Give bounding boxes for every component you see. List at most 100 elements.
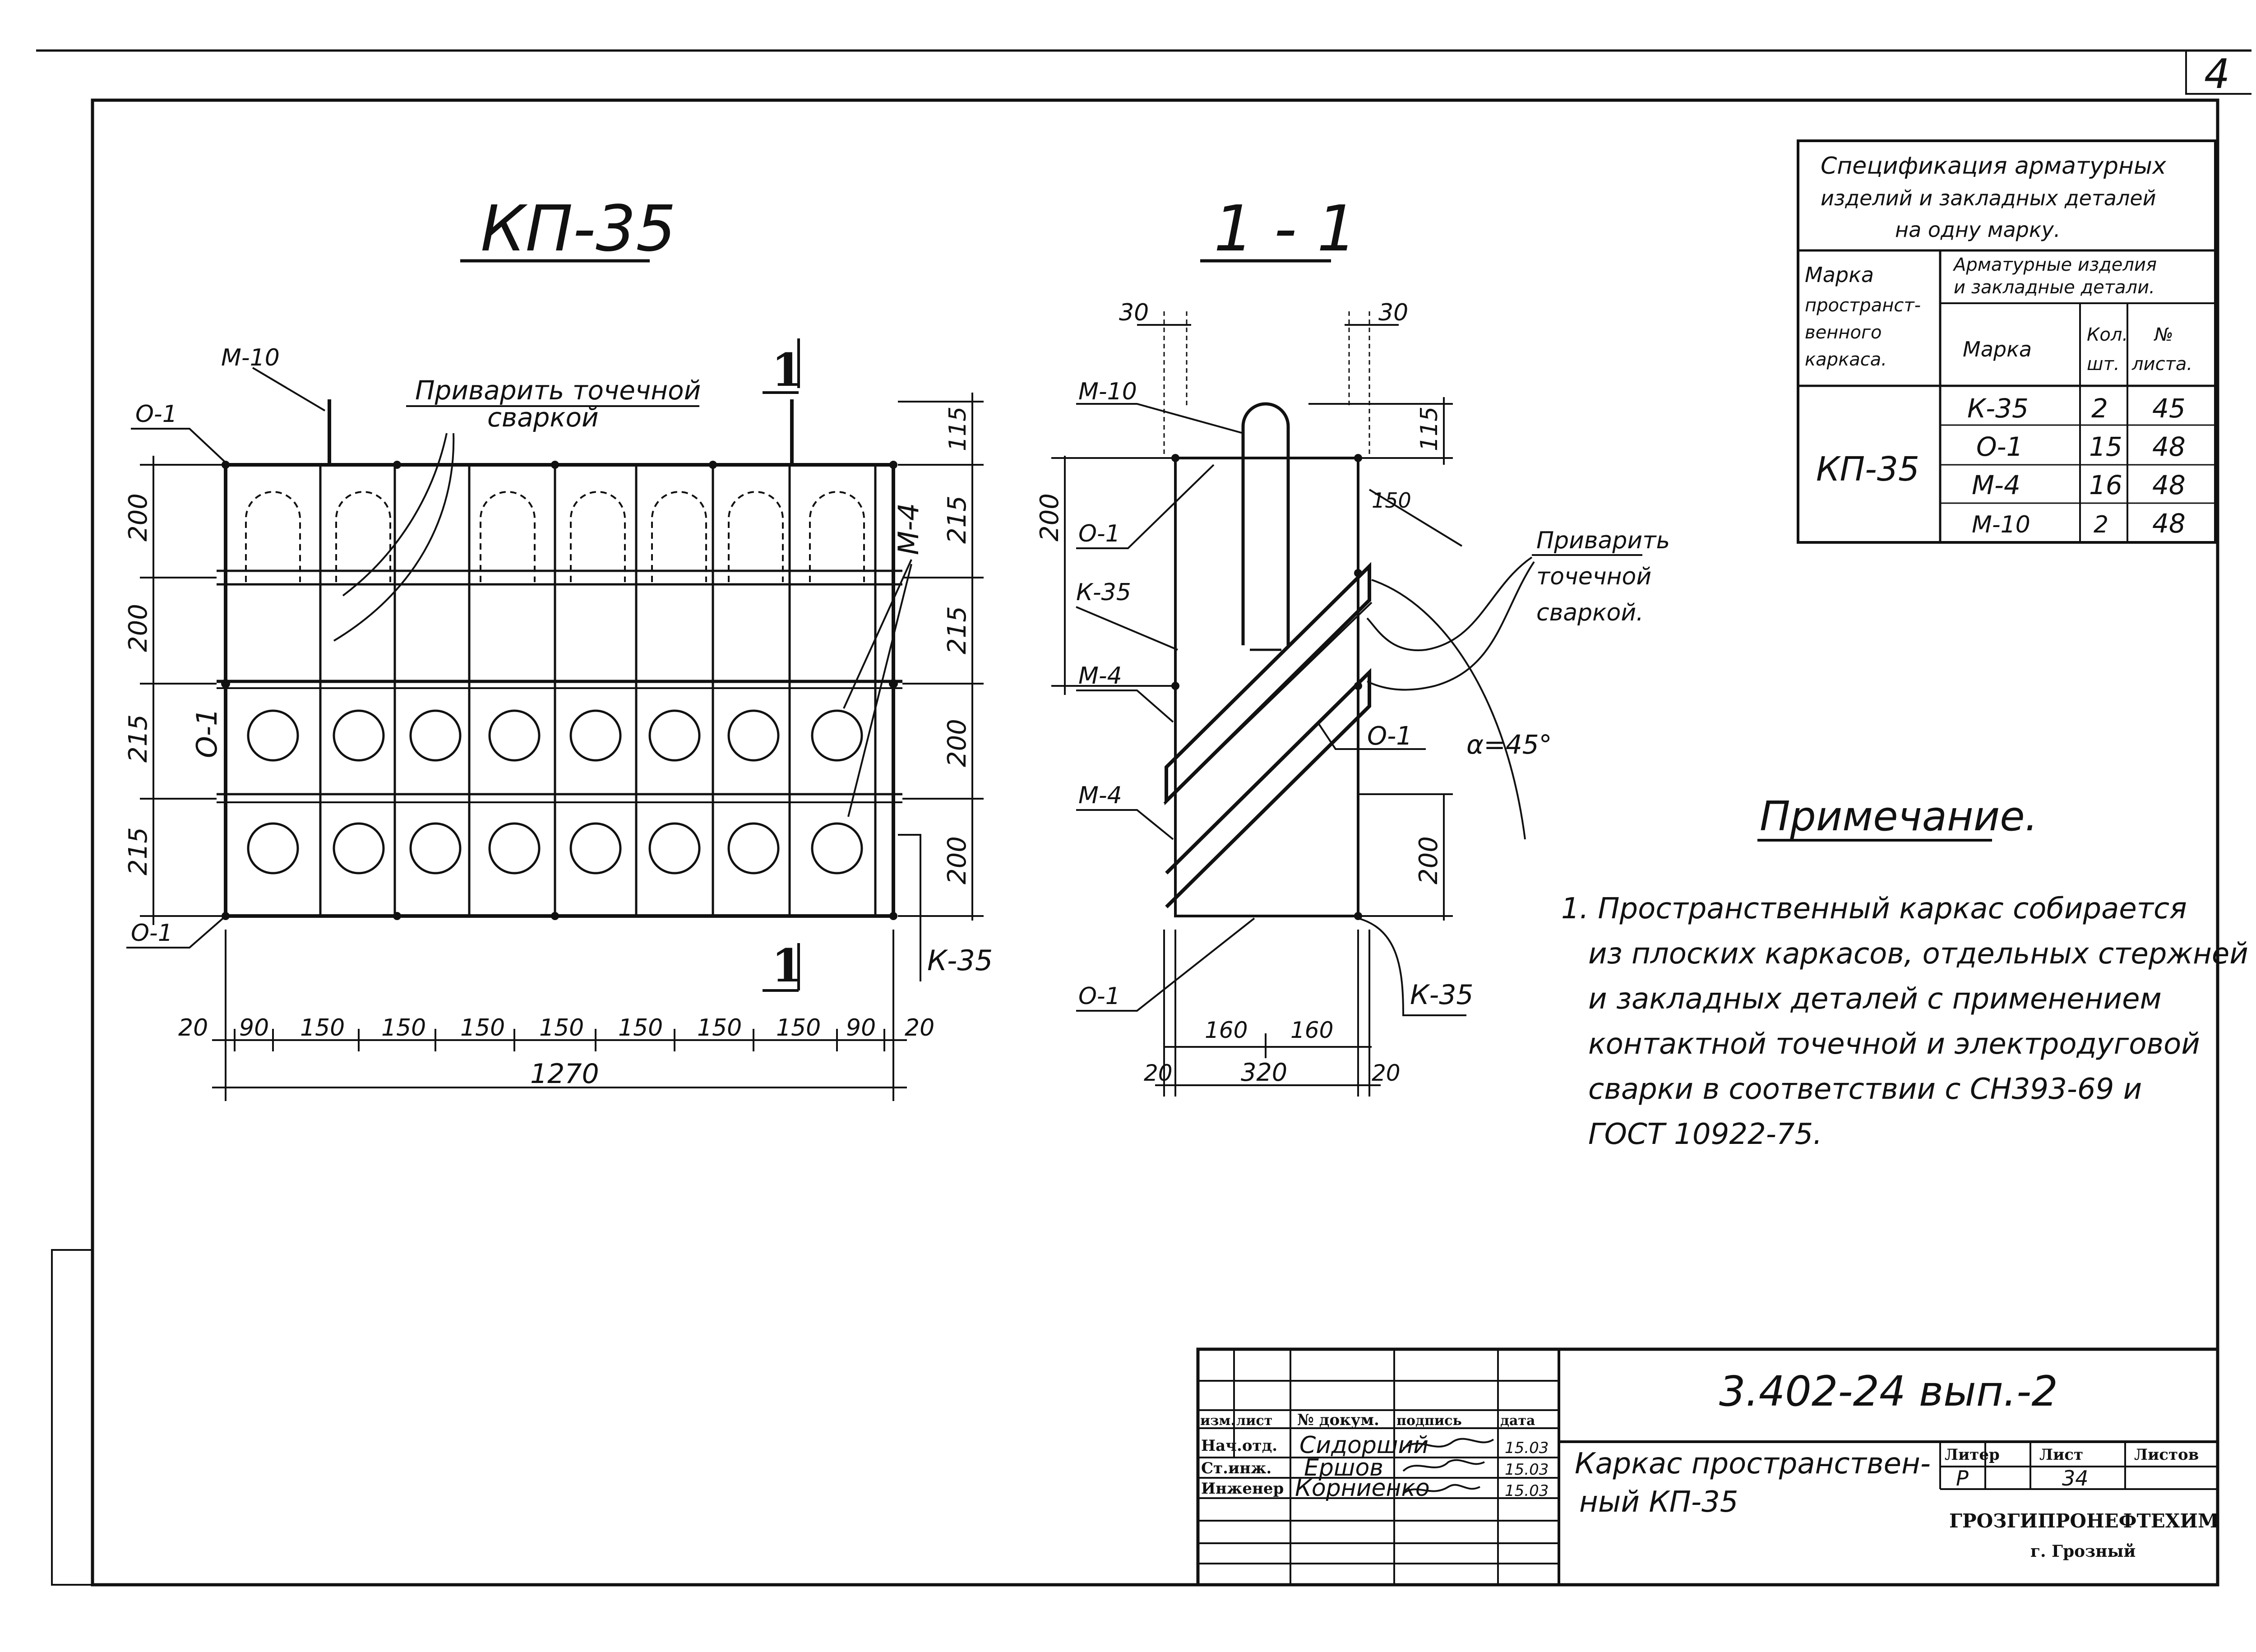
signature-1 (1402, 1459, 1485, 1472)
tb-list-value: 34 (2062, 1466, 2089, 1490)
notes-line-5: ГОСТ 10922-75. (1588, 1118, 1822, 1151)
tb-date-1: 15.03 (1505, 1461, 1549, 1479)
spec-row-3-qty: 2 (2094, 511, 2108, 538)
section-weld-note-line3: сваркой. (1536, 599, 1644, 626)
plan-dim-bottom-3: 150 (381, 1014, 426, 1041)
tb-lists-label: Листов (2134, 1446, 2199, 1464)
plan-dim-bottom-5: 150 (539, 1014, 584, 1041)
section-weld-note-line1: Приварить (1536, 527, 1670, 554)
plan-dim-left-2: 215 (124, 714, 153, 763)
tb-date-0: 15.03 (1505, 1439, 1549, 1457)
tb-title-line1: Каркас пространствен- (1575, 1447, 1931, 1481)
spec-col-frame-1: Марка (1805, 263, 1874, 287)
spec-row-3-mark: М-10 (1972, 511, 2030, 538)
tb-role-2: Инженер (1201, 1480, 1284, 1498)
tb-liter-label: Литер (1945, 1446, 2000, 1464)
notes-line-0: 1. Пространственный каркас собирается (1561, 892, 2187, 925)
tb-liter: Р (1956, 1466, 1969, 1490)
plan-label-k35: К-35 (927, 944, 993, 977)
plan-dim-right-0: 115 (944, 407, 971, 451)
plan-dim-bottom-7: 150 (697, 1014, 742, 1041)
section-dim-top-left: 30 (1119, 299, 1149, 326)
plan-label-m4: М-4 (892, 503, 925, 555)
section-dim-115: 115 (1416, 407, 1443, 451)
notes-line-1: из плоских каркасов, отдельных стержней (1588, 937, 2248, 971)
spec-title-line2: изделий и закладных деталей (1821, 186, 2156, 210)
tb-role-1: Ст.инж. (1201, 1459, 1271, 1477)
spec-title-line3: на одну марку. (1895, 217, 2060, 242)
plan-dim-bottom-1: 90 (239, 1014, 269, 1041)
spec-col-items-2: и закладные детали. (1954, 277, 2155, 298)
section-label-o1-right: О-1 (1367, 722, 1412, 751)
section-dim-320: 320 (1241, 1058, 1287, 1087)
section-view: 1 - 1 30 30 115 150 (1035, 192, 1670, 1097)
notes-heading: Примечание. (1760, 793, 2038, 840)
plan-dim-overall: 1270 (530, 1058, 599, 1090)
plan-label-o1-bottom: О-1 (131, 920, 173, 947)
plan-weld-note-line1: Приварить точечной (415, 375, 701, 406)
section-dim-150: 150 (1372, 488, 1411, 513)
section-label-k35-left: К-35 (1076, 579, 1131, 606)
plan-dim-right-3: 200 (943, 719, 972, 767)
section-dim-200-left: 200 (1035, 493, 1064, 541)
section-dim-160-a: 160 (1205, 1017, 1248, 1043)
section-label-m4-b: М-4 (1078, 782, 1122, 809)
notes-line-3: контактной точечной и электродуговой (1588, 1027, 2200, 1061)
plan-view: КП-35 (124, 192, 993, 1101)
spec-col-items-1: Арматурные изделия (1952, 255, 2157, 275)
section-dim-20-a: 20 (1144, 1060, 1173, 1086)
spec-col-qty-1: Кол. (2087, 324, 2128, 345)
plan-frame (224, 463, 895, 918)
plan-dim-left-0: 200 (124, 493, 153, 541)
spec-col-qty-2: шт. (2087, 354, 2120, 375)
plan-dim-bottom-0: 20 (178, 1014, 208, 1041)
spec-row-1-sheet: 48 (2152, 431, 2186, 462)
plan-dim-bottom-9: 90 (846, 1014, 876, 1041)
plan-dim-bottom-8: 150 (776, 1014, 821, 1041)
spec-row-2-mark: М-4 (1972, 470, 2020, 500)
tb-date-2: 15.03 (1505, 1482, 1549, 1500)
spec-frame-mark: КП-35 (1816, 450, 1919, 489)
spec-col-frame-4: каркаса. (1805, 349, 1887, 370)
section-label-o1-top: О-1 (1078, 520, 1120, 547)
sheet-border (91, 98, 2219, 1587)
plan-label-o1-top: О-1 (135, 401, 177, 428)
plan-title: КП-35 (481, 192, 676, 266)
spec-col-frame-2: пространст- (1805, 295, 1921, 316)
plan-weld-note-line2: сваркой (487, 402, 599, 433)
spec-col-sheet-1: № (2154, 324, 2173, 345)
tb-header-doc: № докум. (1297, 1411, 1379, 1429)
section-dim-top-right: 30 (1378, 299, 1408, 326)
notes: Примечание. 1. Пространственный каркас с… (1561, 793, 2248, 1151)
page-number: 4 (2204, 51, 2230, 98)
section-dim-160-b: 160 (1290, 1017, 1333, 1043)
section-frame (1174, 457, 1359, 917)
section-dim-200-right: 200 (1414, 836, 1443, 884)
tb-header-date: дата (1500, 1413, 1535, 1429)
plan-dim-right-1: 215 (943, 495, 972, 544)
plan-dim-left-1: 200 (124, 604, 153, 652)
plan-dim-bottom-4: 150 (460, 1014, 505, 1041)
spec-col-sheet-2: листа. (2131, 354, 2192, 375)
plan-dim-left-3: 215 (124, 827, 153, 875)
plan-dim-right-2: 215 (943, 606, 972, 654)
tb-name-2: Корниенко (1295, 1475, 1430, 1502)
plan-dim-bottom-6: 150 (618, 1014, 663, 1041)
signature-0 (1402, 1438, 1494, 1449)
section-label-o1-bottom: О-1 (1078, 983, 1120, 1010)
tb-org: ГРОЗГИПРОНЕФТЕХИМ (1949, 1510, 2219, 1532)
notes-line-4: сварки в соответствии с СН393-69 и (1588, 1073, 2142, 1106)
tb-role-0: Нач.отд. (1201, 1437, 1277, 1455)
tb-title-line2: ный КП-35 (1579, 1485, 1738, 1519)
section-label-m10: М-10 (1078, 378, 1137, 405)
spec-col-mark: Марка (1963, 337, 2032, 361)
section-weld-note-line2: точечной (1536, 563, 1651, 590)
section-label-m4-a: М-4 (1078, 662, 1122, 689)
page-number-box (2185, 51, 2251, 95)
tb-header-izm: изм. (1200, 1413, 1235, 1429)
plan-dim-bottom-2: 150 (300, 1014, 345, 1041)
spec-col-frame-3: венного (1805, 322, 1882, 343)
plan-dim-bottom-10: 20 (905, 1014, 934, 1041)
tb-header-list: лист (1236, 1413, 1272, 1429)
